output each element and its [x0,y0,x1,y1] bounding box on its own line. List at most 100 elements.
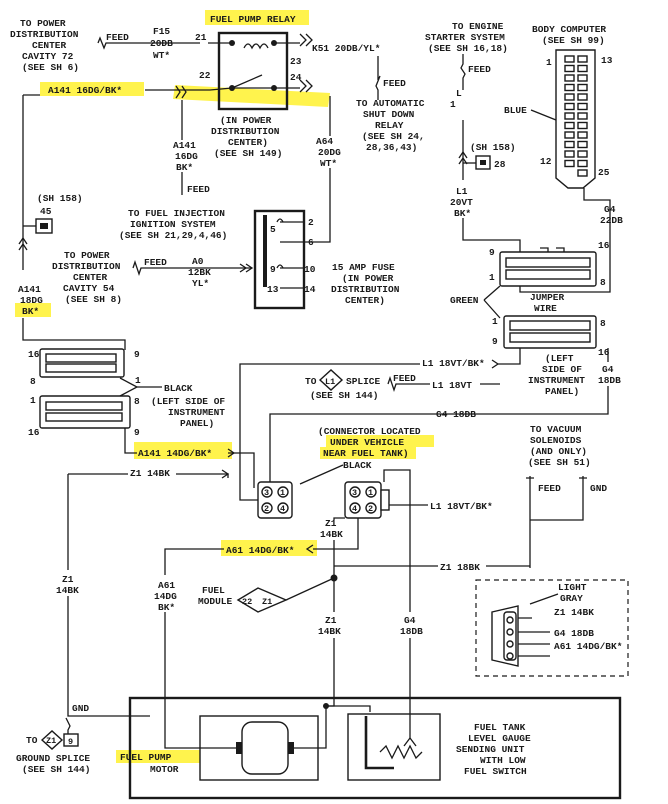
connector-b-latch [380,489,390,511]
l1-18-1: L [456,88,462,99]
fuel-tank-sender-label: FUEL TANK LEVEL GAUGE SENDING UNIT WITH … [456,722,531,777]
relay-loc-3: CENTER) [228,137,268,148]
left-connector-upper-pins [45,353,117,373]
sender-wiper-arrow [403,737,417,747]
highlight-fuel-pump [116,750,220,763]
a64-1: A64 [316,136,333,147]
splice-feed: FEED [393,373,416,384]
a141-16-label: A141 16DG/BK* [48,85,122,96]
a141-vert-3: BK* [176,162,193,173]
l1-20-1: L1 [456,186,468,197]
bc-pin-cavity [564,150,575,158]
ground-splice-1: GROUND SPLICE [16,753,90,764]
body-computer-pins [564,55,588,177]
k51-feed-wire [375,56,381,100]
g4-18-r1: G4 [602,364,614,375]
highlights [15,10,434,763]
fuse-label-2: (IN POWER [342,273,394,284]
cb-pin2-label: 2 [368,504,373,514]
pin23-label: 23 [290,56,302,67]
rcl-row1 [509,320,591,331]
pdc54-4: CAVITY 54 [63,283,115,294]
rcl-pin16: 16 [598,347,610,358]
a61-14-wire-left [164,548,224,575]
left-connector-lower-pins [45,401,123,422]
bc-pin-cavity [577,150,588,158]
l1-20-2: 20VT [450,197,473,208]
fuse-pin-13: 13 [267,284,279,295]
l1-18vt-bk2-label: L1 18VT/BK* [430,501,493,512]
asd-line3: RELAY [375,120,404,131]
ground-splice-2: (SEE SH 144) [22,764,90,775]
a141-18-2: 18DG [20,295,43,306]
g4-v-2: 18DB [400,626,423,637]
sh158-45-num: 45 [40,206,52,217]
k51-feed-label: FEED [383,78,406,89]
motor-icon-shaft-r [288,742,294,754]
relay-terminal-21 [229,40,235,46]
starter-feed: FEED [468,64,491,75]
jumper-2: WIRE [534,303,557,314]
g4-18-r2: 18DB [598,375,621,386]
vac-feed: FEED [538,483,561,494]
fuse-block-box [253,209,306,310]
connector-b-body [344,481,382,519]
fuse-pin-5: 5 [270,224,276,235]
cb-pin1 [365,486,377,498]
rcu-pin1: 1 [489,272,495,283]
highlight-a141-14 [134,442,232,459]
black2-leader [299,464,344,485]
bc-pin-cavity [564,74,575,82]
rcu-pin16: 16 [598,240,610,251]
fuse-terminals [280,221,304,289]
ca-pin3-label: 3 [264,488,269,498]
rcu-latch [540,247,565,252]
bc-pin25: 25 [598,167,610,178]
rcl-row2 [509,332,591,343]
rcl-pin8: 8 [600,318,606,329]
bc-pin-cavity [564,131,575,139]
fuse-label: 15 AMP FUSE (IN POWER DISTRIBUTION CENTE… [331,262,400,306]
pin24-connector [299,79,313,93]
vac-4: (SEE SH 51) [528,457,591,468]
z1-down-wire [333,517,345,575]
green-label: GREEN [450,295,479,306]
g4-jumper-wire [519,228,611,293]
fuse-label-3: DISTRIBUTION [331,284,400,295]
lcu-pin1: 1 [135,375,141,386]
starter-2: STARTER SYSTEM [425,32,505,43]
g4-to-sender-wire [383,469,411,612]
asd-line4: (SEE SH 24, [362,131,425,142]
pin24-label: 24 [290,72,302,83]
pdc72-line3: CENTER [32,40,67,51]
fuse-pin-9: 9 [270,264,276,275]
sender-rheostat-icon [379,744,423,760]
pdc72-line4: CAVITY 72 [22,51,74,62]
a61-14-label: A61 14DG/BK* [226,545,294,556]
highlight-a141-16 [40,82,144,96]
splice-22-z1: Z1 [262,597,272,607]
motor-wires [164,700,327,749]
inj-3: (SEE SH 21,29,4,46) [119,230,227,241]
ft-4: WITH LOW [480,755,526,766]
bc-pin-cavity [564,64,575,73]
z1-v2-2: 14BK [318,626,341,637]
bc-pin12: 12 [540,156,552,167]
ground-wire [67,596,150,717]
fuse-pin-2: 2 [308,217,314,228]
g4-22-1: G4 [604,204,616,215]
connector-located-label: (CONNECTOR LOCATED [318,426,421,437]
pdc72-line1: TO POWER [20,18,66,29]
cb-pin3 [349,486,361,498]
g4-22-2: 22DB [600,215,623,226]
sending-unit-box [347,713,441,781]
bc-pin-cavity [564,121,575,130]
z1-18bk-label: Z1 18BK [440,562,480,573]
cb-pin4-label: 4 [352,504,357,514]
pdc72-line2: DISTRIBUTION [10,29,79,40]
a64-2: 20DG [318,147,341,158]
lcl-pin8: 8 [134,396,140,407]
lg-pin-leads [518,617,550,657]
gnd-left: GND [72,703,89,714]
inj-1: TO FUEL INJECTION [128,208,225,219]
